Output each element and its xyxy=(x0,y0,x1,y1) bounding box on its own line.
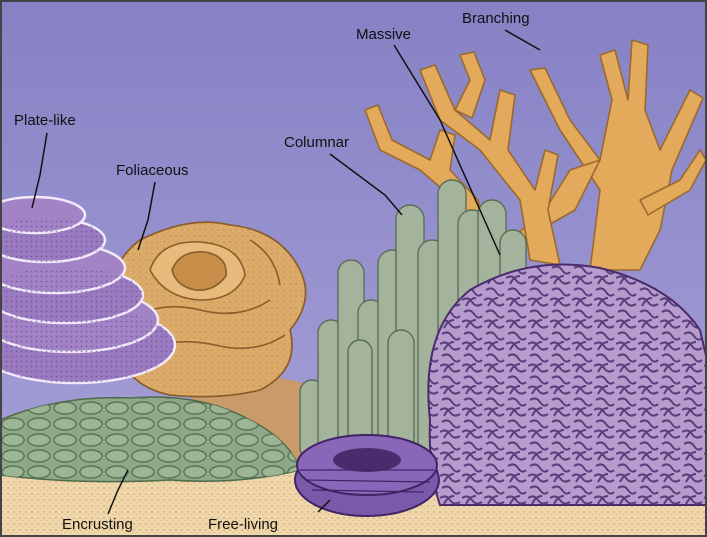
massive-coral xyxy=(428,264,707,505)
label-plate-like: Plate-like xyxy=(14,112,76,129)
label-free-living: Free-living xyxy=(208,516,278,533)
label-massive: Massive xyxy=(356,26,411,43)
label-branching: Branching xyxy=(462,10,530,27)
label-encrusting: Encrusting xyxy=(62,516,133,533)
free-living-coral xyxy=(295,435,439,516)
label-columnar: Columnar xyxy=(284,134,349,151)
label-foliaceous: Foliaceous xyxy=(116,162,189,179)
